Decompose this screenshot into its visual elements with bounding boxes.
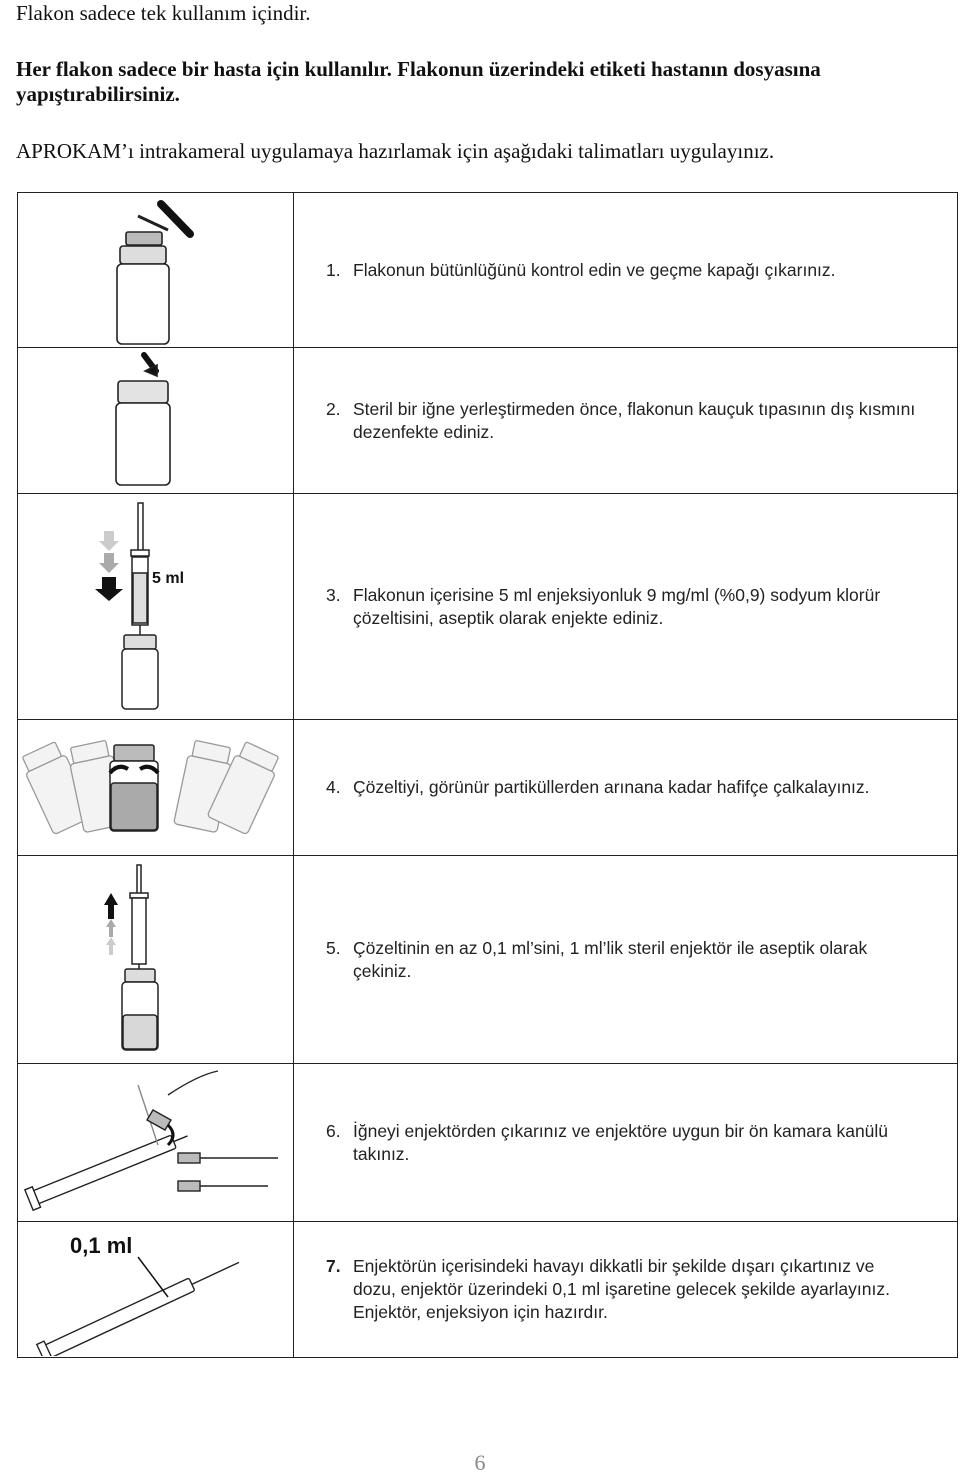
step-2-image xyxy=(17,347,294,494)
step-7-text: 7. Enjektörün içerisindeki havayı dikkatl… xyxy=(293,1221,958,1358)
needle-cannula-swap-icon xyxy=(23,1070,278,1212)
step-2-text: 2. Steril bir iğne yerleştirmeden önce, f… xyxy=(293,347,958,494)
step-3-number: 3. xyxy=(326,584,341,605)
step-row-4: 4. Çözeltiyi, görünür partiküllerden arın… xyxy=(17,719,958,856)
step-5-line-1: Çözeltinin en az 0,1 ml’sini, 1 ml’lik s… xyxy=(353,937,868,958)
step-row-1: 1. Flakonun bütünlüğünü kontrol edin ve g… xyxy=(17,192,958,348)
step-6-text: 6. İğneyi enjektörden çıkarınız ve enjekt… xyxy=(293,1063,958,1222)
step-3-image: 5 ml xyxy=(17,493,294,720)
step-1-number: 1. xyxy=(326,259,341,280)
step-2-line-1: Steril bir iğne yerleştirmeden önce, fla… xyxy=(353,398,916,419)
intro-line-3: yapıştırabilirsiniz. xyxy=(16,82,180,106)
step-row-2: 2. Steril bir iğne yerleştirmeden önce, f… xyxy=(17,347,958,494)
instruction-table: 1. Flakonun bütünlüğünü kontrol edin ve g… xyxy=(17,192,958,1358)
page-number: 6 xyxy=(474,1450,486,1475)
step-7-line-1: Enjektörün içerisindeki havayı dikkatli … xyxy=(353,1256,875,1276)
syringe-inject-icon: 5 ml xyxy=(95,502,184,710)
step-1-line-1: Flakonun bütünlüğünü kontrol edin ve geç… xyxy=(353,259,836,280)
step-3-line-2: çözeltisini, aseptik olarak enjekte edin… xyxy=(353,607,664,628)
step-7-image: 0,1 ml xyxy=(17,1221,294,1358)
step-row-6: 6. İğneyi enjektörden çıkarınız ve enjekt… xyxy=(17,1063,958,1222)
step-3-line-1: Flakonun içerisine 5 ml enjeksiyonluk 9 … xyxy=(353,584,881,605)
step-7-line-2: dozu, enjektör üzerindeki 0,1 ml işareti… xyxy=(353,1279,890,1299)
step-5-line-2: çekiniz. xyxy=(353,960,412,981)
step-3-volume-label: 5 ml xyxy=(152,570,184,587)
step-5-image xyxy=(17,855,294,1064)
step-1-image xyxy=(17,192,294,348)
vial-swirl-icon xyxy=(22,740,279,835)
step-3-text: 3. Flakonun içerisine 5 ml enjeksiyonluk … xyxy=(293,493,958,720)
step-row-3: 5 ml 3. Flakonun içerisine 5 ml enjeksiyo… xyxy=(17,493,958,720)
syringe-withdraw-icon xyxy=(104,864,159,1051)
step-5-number: 5. xyxy=(326,937,341,958)
step-6-line-2: takınız. xyxy=(353,1143,410,1164)
syringe-dose-icon: 0,1 ml xyxy=(35,1233,240,1356)
step-7-number: 7. xyxy=(326,1256,341,1276)
step-7-line-3: Enjektör, enjeksiyon için hazırdır. xyxy=(353,1302,608,1322)
step-4-text: 4. Çözeltiyi, görünür partiküllerden arın… xyxy=(293,719,958,856)
intro-line-2: Her flakon sadece bir hasta için kullanı… xyxy=(16,57,821,81)
intro-line-4: APROKAM’ı intrakameral uygulamaya hazırl… xyxy=(16,139,775,163)
step-row-5: 5. Çözeltinin en az 0,1 ml’sini, 1 ml’lik… xyxy=(17,855,958,1064)
step-2-number: 2. xyxy=(326,398,341,419)
step-6-number: 6. xyxy=(326,1120,341,1141)
vial-disinfect-icon xyxy=(115,352,171,486)
vial-cap-removal-icon xyxy=(116,200,194,345)
step-1-text: 1. Flakonun bütünlüğünü kontrol edin ve g… xyxy=(293,192,958,348)
step-6-image xyxy=(17,1063,294,1222)
step-4-number: 4. xyxy=(326,777,341,797)
step-7-volume-label: 0,1 ml xyxy=(70,1233,132,1258)
step-4-line-1: Çözeltiyi, görünür partiküllerden arınan… xyxy=(353,777,870,797)
step-4-image xyxy=(17,719,294,856)
intro-line-1: Flakon sadece tek kullanım içindir. xyxy=(16,1,311,25)
step-row-7: 0,1 ml 7. Enjektörün içerisindeki havayı … xyxy=(17,1221,958,1358)
step-5-text: 5. Çözeltinin en az 0,1 ml’sini, 1 ml’lik… xyxy=(293,855,958,1064)
step-6-line-1: İğneyi enjektörden çıkarınız ve enjektör… xyxy=(353,1120,889,1141)
step-2-line-2: dezenfekte ediniz. xyxy=(353,421,495,442)
